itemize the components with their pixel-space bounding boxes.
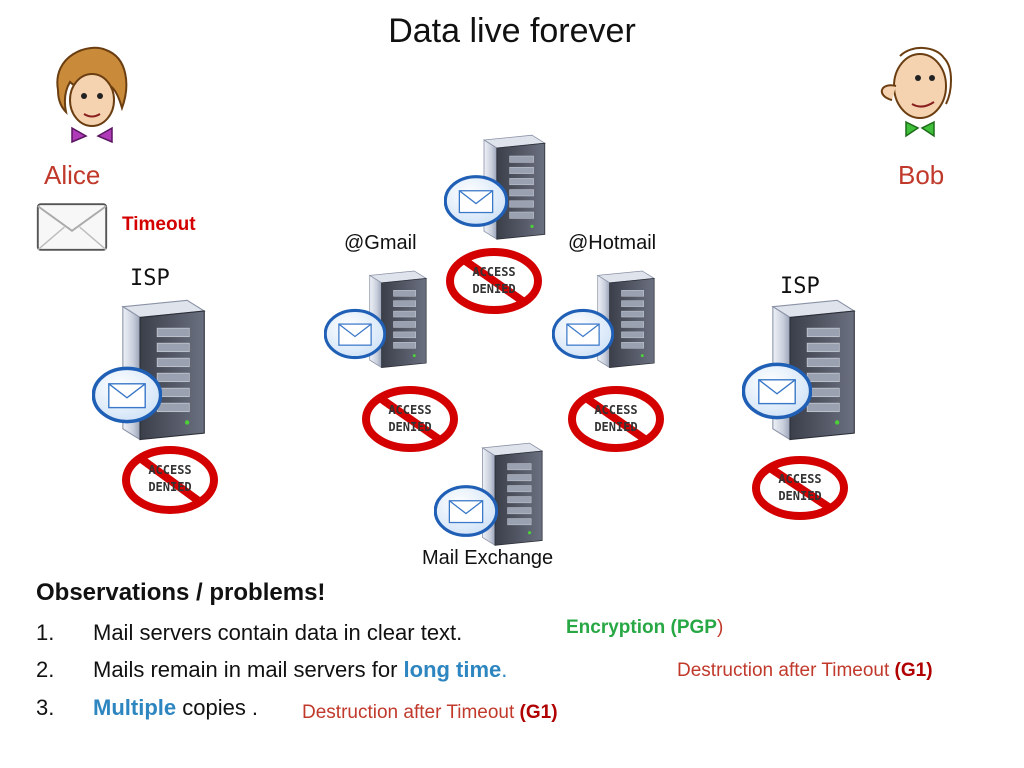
observation-text: Mails remain in mail servers for (93, 657, 404, 682)
destruction-note-1: Destruction after Timeout (G1) (677, 660, 933, 682)
isp-right-mail-icon (742, 354, 812, 428)
observation-number: 2. (36, 657, 55, 682)
destruction-note-code: (G1) (519, 702, 558, 723)
hotmail-mail-icon (552, 308, 614, 360)
bob-avatar (881, 47, 952, 138)
mail-exchange-label: Mail Exchange (422, 547, 554, 569)
destruction-note-code: (G1) (894, 660, 933, 681)
stamp-text-line1: ACCESS (472, 265, 515, 279)
observation-text-end: copies . (176, 695, 259, 720)
access-denied-stamp-middle-left: ACCESS DENIED (362, 386, 458, 452)
alice-label: Alice (44, 160, 101, 190)
encryption-note: Encryption (PGP) (566, 617, 723, 639)
top-server-mail-icon (444, 174, 508, 228)
encryption-note-text: Encryption (PGP (566, 617, 717, 638)
observation-highlight: long time (403, 657, 502, 682)
gmail-label: @Gmail (344, 232, 417, 254)
destruction-note-text: Destruction after Timeout (302, 702, 520, 723)
isp-right-label: ISP (780, 274, 820, 299)
observation-item-1: 1. Mail servers contain data in clear tex… (36, 620, 462, 646)
gmail-mail-icon (324, 308, 386, 360)
access-denied-stamp-middle-right: ACCESS DENIED (568, 386, 664, 452)
access-denied-stamp-isp-right: ACCESS DENIED (752, 456, 848, 520)
timeout-label: Timeout (122, 214, 196, 235)
isp-left-label: ISP (130, 266, 170, 291)
destruction-note-text: Destruction after Timeout (677, 660, 895, 681)
observations-heading: Observations / problems! (36, 579, 326, 606)
bob-label: Bob (898, 160, 945, 190)
observation-text-end: . (501, 657, 508, 682)
observation-item-3: 3. Multiple copies . (36, 695, 258, 721)
hotmail-label: @Hotmail (568, 232, 657, 254)
timeout-envelope-icon (36, 203, 108, 251)
stamp-text-line2: DENIED (148, 480, 191, 494)
stamp-text-line2: DENIED (778, 489, 821, 503)
alice-avatar (56, 46, 128, 144)
stamp-text-line1: ACCESS (594, 403, 637, 417)
observation-text: Mail servers contain data in clear text. (93, 620, 463, 645)
page-title: Data live forever (388, 12, 636, 50)
observation-number: 1. (36, 620, 55, 645)
stamp-text-line2: DENIED (472, 282, 515, 296)
stamp-text-line1: ACCESS (148, 463, 191, 477)
mail-exchange-mail-icon (434, 484, 498, 538)
stamp-text-line2: DENIED (388, 420, 431, 434)
observation-item-2: 2. Mails remain in mail servers for long … (36, 657, 507, 683)
observation-number: 3. (36, 695, 55, 720)
stamp-text-line1: ACCESS (778, 472, 821, 486)
stamp-text-line2: DENIED (594, 420, 637, 434)
access-denied-stamp-isp-left: ACCESS DENIED (122, 446, 218, 514)
isp-left-mail-icon (92, 358, 162, 432)
encryption-note-paren: ) (716, 617, 724, 638)
destruction-note-2: Destruction after Timeout (G1) (302, 702, 558, 724)
stamp-text-line1: ACCESS (388, 403, 431, 417)
access-denied-stamp-top: ACCESS DENIED (446, 248, 542, 314)
observation-highlight: Multiple (93, 695, 177, 720)
